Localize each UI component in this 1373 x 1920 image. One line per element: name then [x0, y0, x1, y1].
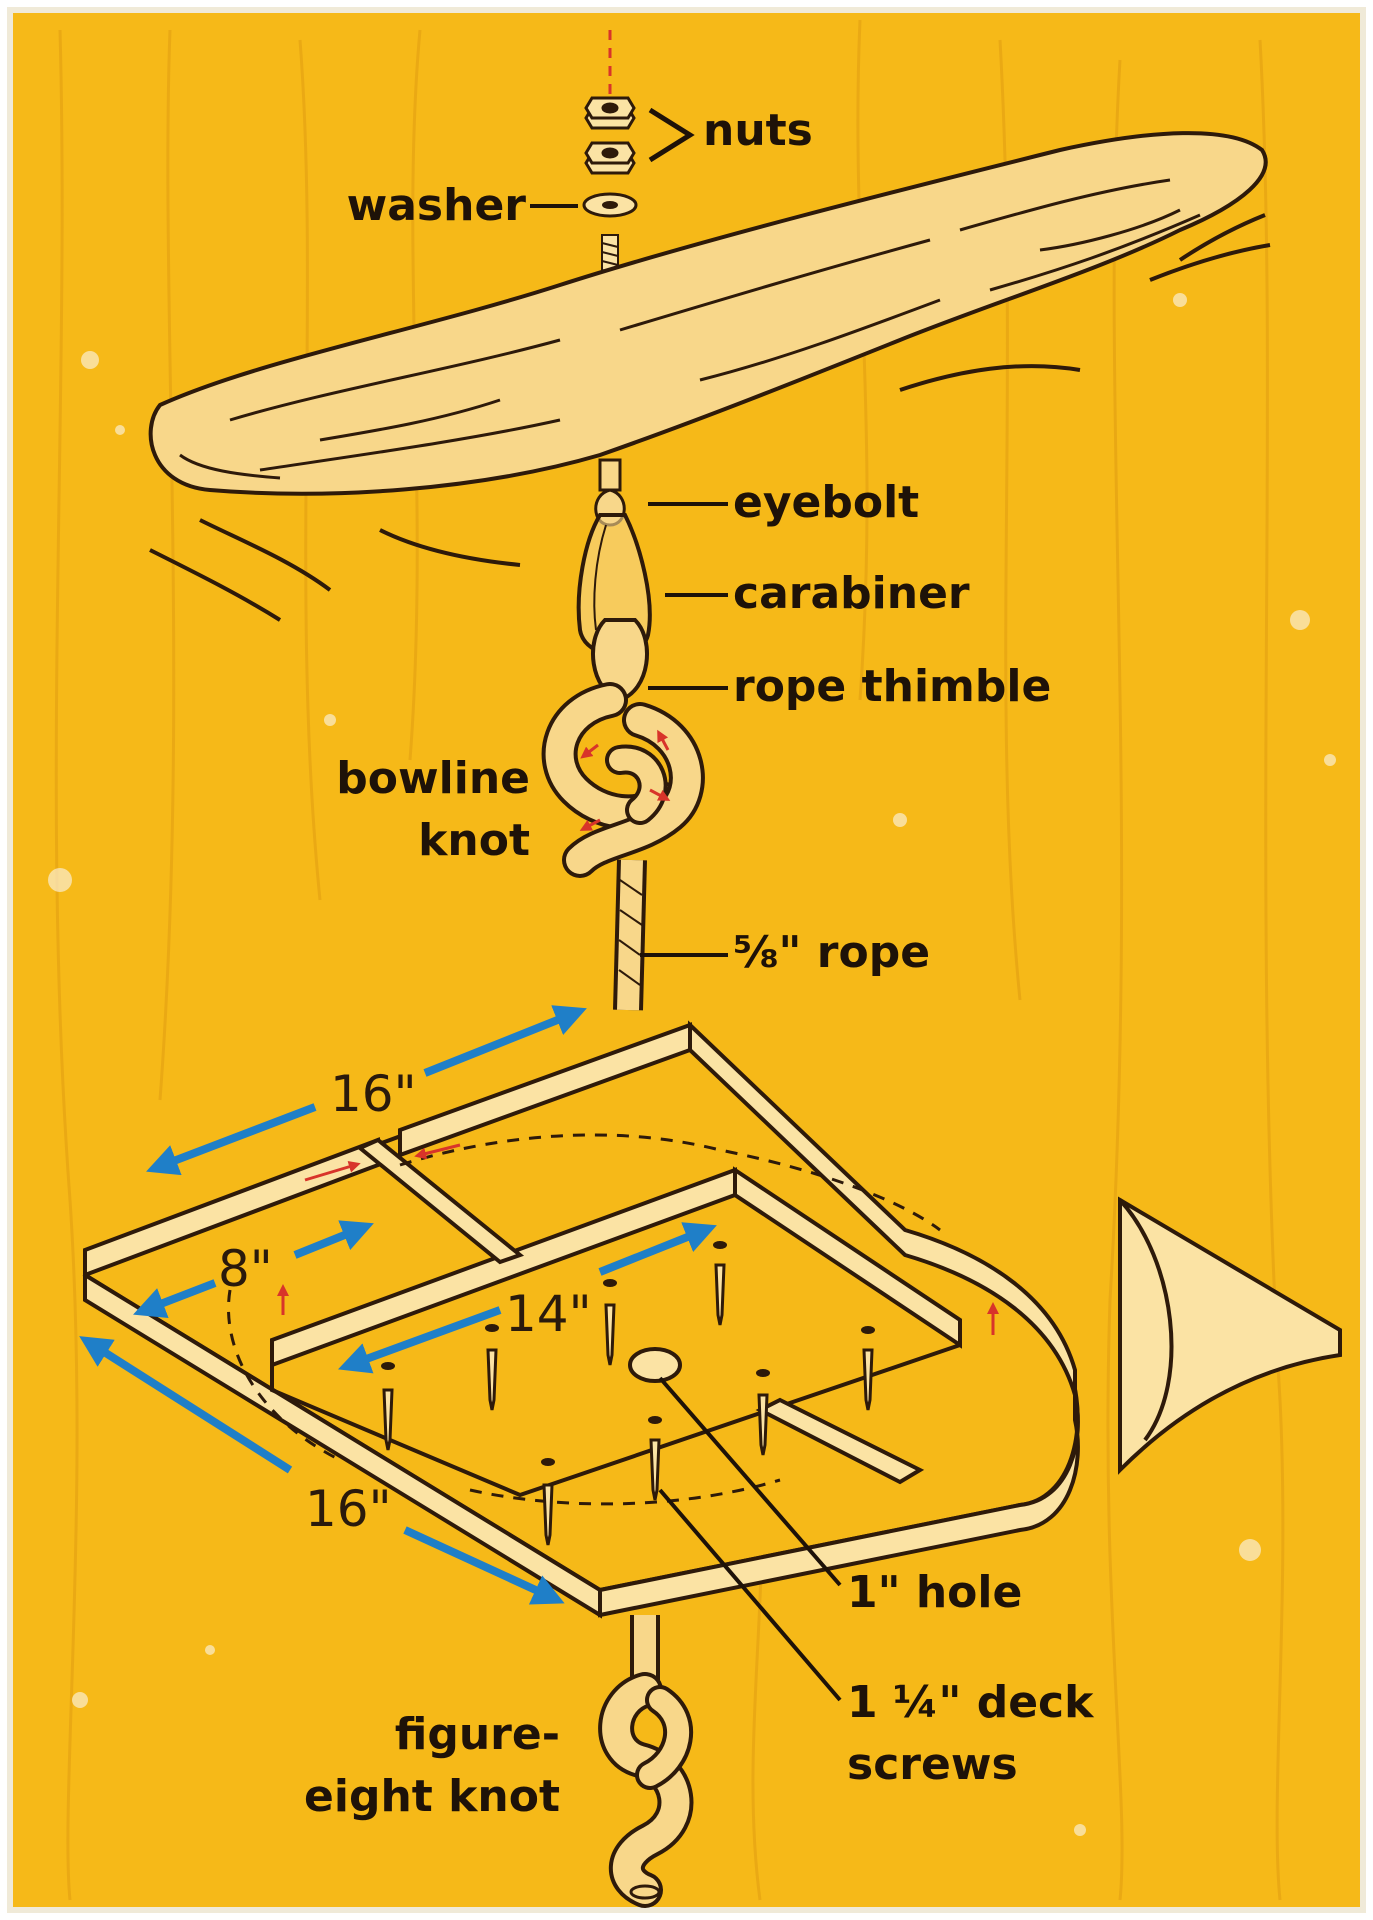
rope-hole-icon	[628, 1347, 682, 1383]
label-eyebolt: eyebolt	[733, 477, 920, 528]
dimension-bottom-width: 16"	[305, 1480, 392, 1538]
dimension-top-width: 16"	[330, 1065, 417, 1123]
label-carabiner: carabiner	[733, 568, 970, 619]
washer-icon	[582, 192, 638, 218]
label-figure-eight-knot: figure-eight knot	[304, 1709, 560, 1822]
seat-dashed-outline	[227, 1133, 941, 1506]
dimension-cleat-offset: 8"	[218, 1240, 273, 1298]
worn-speckles	[48, 293, 1336, 1836]
dimension-arrows	[79, 1005, 717, 1605]
label-washer: washer	[346, 180, 526, 231]
screw-holes	[381, 1241, 875, 1466]
bowline-knot-icon	[541, 682, 705, 878]
dimension-cleat-length: 14"	[505, 1285, 592, 1343]
side-board-curve	[1118, 1198, 1174, 1442]
label-bowline-knot: bowline knot	[336, 753, 530, 866]
deck-screws-icon	[382, 1263, 874, 1546]
label-deck-screws: 1 ¼" deck screws	[847, 1677, 1094, 1790]
figure-eight-knot-icon	[598, 1672, 694, 1908]
label-rope-thimble: rope thimble	[733, 661, 1052, 712]
label-nuts: nuts	[703, 105, 813, 156]
label-rope: ⅝" rope	[733, 927, 931, 978]
tree-branch-icon	[148, 131, 1271, 622]
side-board-piece-icon	[1118, 1196, 1342, 1475]
label-hole: 1" hole	[847, 1567, 1023, 1618]
screws-leader	[658, 1488, 842, 1702]
hole-leader	[658, 1376, 842, 1587]
rope-segment-icon	[613, 859, 647, 1011]
seat-direction-arrows	[277, 1143, 999, 1335]
nuts-bracket	[648, 107, 695, 163]
nuts-icon	[584, 96, 636, 175]
bowline-direction-arrows	[579, 729, 671, 831]
